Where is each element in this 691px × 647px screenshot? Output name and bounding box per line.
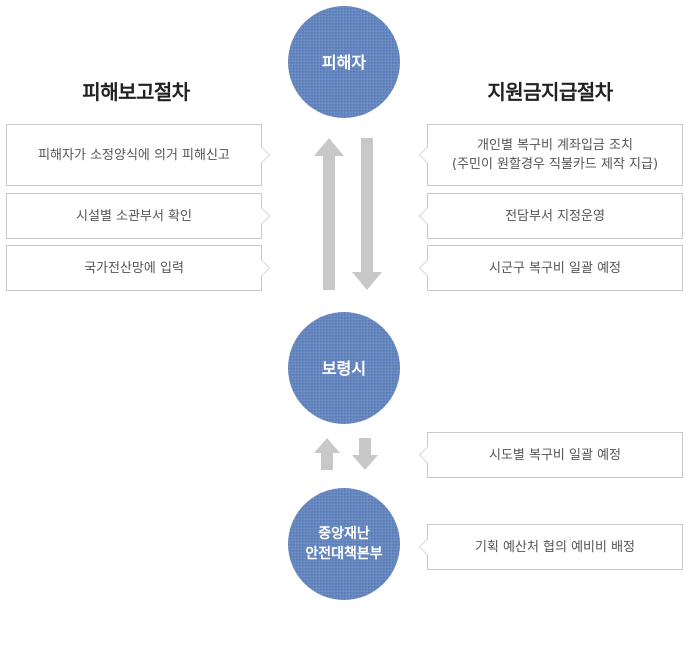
payment-step-4: 시도별 복구비 일괄 예정 [419,432,683,478]
payment-step-5: 기획 예산처 협의 예비비 배정 [419,524,683,570]
report-step-2-text: 시설별 소관부서 확인 [76,208,192,224]
report-step-3: 국가전산망에 입력 [6,245,270,291]
report-step-2: 시설별 소관부서 확인 [6,193,270,239]
hq-label-line1: 중앙재난 [318,526,370,542]
arrow-up-small [314,438,340,470]
payment-step-3: 시군구 복구비 일괄 예정 [419,245,683,291]
hq-label-line2: 안전대책본부 [305,546,383,562]
payment-step-4-text: 시도별 복구비 일괄 예정 [489,447,621,463]
payment-step-2: 전담부서 지정운영 [419,193,683,239]
arrow-down-small [352,438,378,470]
hq-node: 중앙재난 안전대책본부 [288,488,400,600]
report-procedure-heading: 피해보고절차 [82,80,190,104]
arrow-up-large [314,138,344,290]
payment-step-3-text: 시군구 복구비 일괄 예정 [489,260,621,276]
arrow-down-large [352,138,382,290]
payment-step-5-text: 기획 예산처 협의 예비비 배정 [474,539,636,555]
victim-node: 피해자 [288,6,400,118]
payment-step-1: 개인별 복구비 계좌입금 조치 (주민이 원할경우 직불카드 제작 지급) [419,124,683,186]
payment-step-1-line1: 개인별 복구비 계좌입금 조치 [477,138,633,153]
report-step-1-text: 피해자가 소정양식에 의거 피해신고 [38,147,230,163]
report-step-1: 피해자가 소정양식에 의거 피해신고 [6,124,270,186]
city-node: 보령시 [288,312,400,424]
payment-step-2-text: 전담부서 지정운영 [505,208,605,224]
report-step-3-text: 국가전산망에 입력 [84,260,184,276]
victim-label: 피해자 [321,52,367,72]
payment-procedure-heading: 지원금지급절차 [487,80,613,104]
payment-step-1-line2: (주민이 원할경우 직불카드 제작 지급) [451,157,659,172]
city-label: 보령시 [321,358,367,378]
